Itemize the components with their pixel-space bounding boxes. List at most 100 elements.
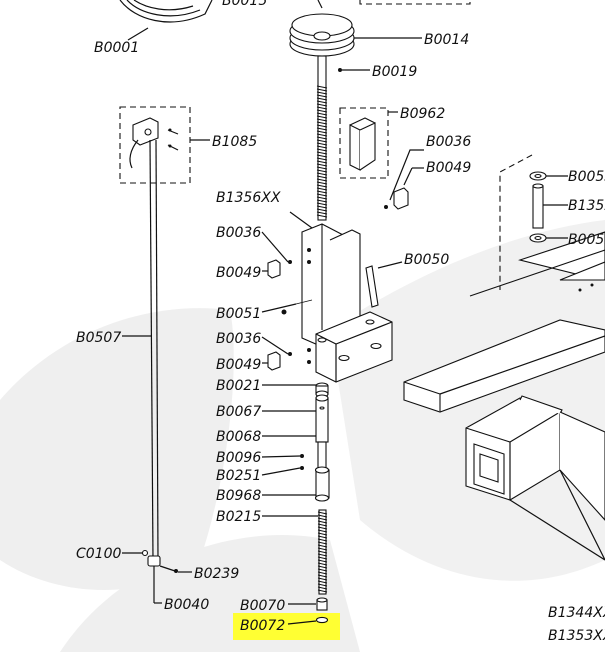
label-b0001: B0001 xyxy=(94,40,139,56)
thread-line xyxy=(316,103,328,107)
label-b0962: B0962 xyxy=(400,106,445,122)
thread-line xyxy=(317,550,328,554)
label-b1085: B1085 xyxy=(212,134,257,150)
label-b1356xx: B1356XX xyxy=(216,190,281,206)
thread-line xyxy=(317,583,328,587)
thread-line xyxy=(316,184,328,188)
thread-line xyxy=(317,526,328,530)
thread-line xyxy=(317,580,328,584)
thread-line xyxy=(316,166,328,170)
label-b0215: B0215 xyxy=(216,509,261,525)
thread-line xyxy=(317,529,328,533)
thread-line xyxy=(317,574,328,578)
label-c0100: C0100 xyxy=(76,546,121,562)
label-b0051: B0051 xyxy=(216,306,261,322)
label-b1352: B1352 xyxy=(568,198,605,214)
label-b0036-a: B0036 xyxy=(216,225,261,241)
label-b0096: B0096 xyxy=(216,450,261,466)
thread-line xyxy=(316,139,328,143)
thread-line xyxy=(316,115,328,119)
part-spacer-column xyxy=(529,171,568,243)
thread-line xyxy=(316,142,328,146)
thread-line xyxy=(317,541,328,545)
part-threaded-shaft xyxy=(316,55,370,221)
thread-line xyxy=(317,577,328,581)
label-b0067: B0067 xyxy=(216,404,261,420)
thread-line xyxy=(316,145,328,149)
thread-line xyxy=(316,172,328,176)
label-b0053-top: B0053 xyxy=(568,169,605,185)
part-cable-switch xyxy=(119,106,210,561)
label-b0019: B0019 xyxy=(372,64,417,80)
thread-line xyxy=(316,136,328,140)
thread-line xyxy=(316,157,328,161)
part-b0962-bracket xyxy=(339,107,398,179)
thread-line xyxy=(316,91,328,95)
part-cable-fittings xyxy=(122,549,192,604)
part-belt xyxy=(119,0,213,41)
label-b0049-a: B0049 xyxy=(216,265,261,281)
label-b0070: B0070 xyxy=(240,598,285,614)
thread-line xyxy=(317,523,328,527)
thread-line xyxy=(316,196,328,200)
label-b0036-b: B0036 xyxy=(216,331,261,347)
thread-line xyxy=(316,169,328,173)
thread-line xyxy=(316,109,328,113)
thread-line xyxy=(316,151,328,155)
thread-line xyxy=(317,511,328,515)
thread-line xyxy=(316,121,328,125)
part-small-block-top xyxy=(384,149,424,210)
label-b0049-b: B0049 xyxy=(216,357,261,373)
thread-line xyxy=(316,97,328,101)
thread-line xyxy=(317,520,328,524)
thread-line xyxy=(317,586,328,590)
label-b1353xx: B1353XX xyxy=(548,628,605,644)
part-bracket-assembly xyxy=(289,211,393,383)
label-b1344xx: B1344XX xyxy=(548,605,605,621)
thread-line xyxy=(317,589,328,593)
part-hitch-tube xyxy=(465,395,605,561)
thread-line xyxy=(317,538,328,542)
thread-line xyxy=(316,133,328,137)
thread-line xyxy=(316,124,328,128)
thread-line xyxy=(316,205,328,209)
thread-line xyxy=(317,517,328,521)
thread-line xyxy=(316,193,328,197)
thread-line xyxy=(316,160,328,164)
thread-line xyxy=(316,100,328,104)
thread-line xyxy=(316,190,328,194)
thread-line xyxy=(317,556,328,560)
thread-line xyxy=(316,202,328,206)
label-b0014: B0014 xyxy=(424,32,469,48)
part-pin xyxy=(365,261,403,308)
thread-line xyxy=(316,118,328,122)
thread-line xyxy=(316,148,328,152)
thread-line xyxy=(317,553,328,557)
thread-line xyxy=(317,544,328,548)
thread-line xyxy=(316,112,328,116)
label-b0015: B0015 xyxy=(222,0,267,9)
label-b0968: B0968 xyxy=(216,488,261,504)
thread-line xyxy=(316,214,328,218)
labels: B0015 B0001 B0014 B0019 B0962 B1085 B003… xyxy=(76,0,605,644)
thread-line xyxy=(316,106,328,110)
label-b0049-top: B0049 xyxy=(426,160,471,176)
dashed-box-top xyxy=(359,0,471,5)
thread-line xyxy=(316,187,328,191)
part-lower-shaft-stack xyxy=(261,382,330,625)
label-b0050: B0050 xyxy=(404,252,449,268)
thread-line xyxy=(316,211,328,215)
thread-line xyxy=(317,571,328,575)
label-b0068: B0068 xyxy=(216,429,261,445)
label-b0021: B0021 xyxy=(216,378,261,394)
thread-line xyxy=(316,175,328,179)
thread-line xyxy=(317,559,328,563)
thread-line xyxy=(317,568,328,572)
thread-line xyxy=(317,562,328,566)
part-small-blocks-left xyxy=(261,231,313,371)
thread-line xyxy=(316,127,328,131)
part-pulley xyxy=(289,13,422,57)
thread-line xyxy=(316,88,328,92)
